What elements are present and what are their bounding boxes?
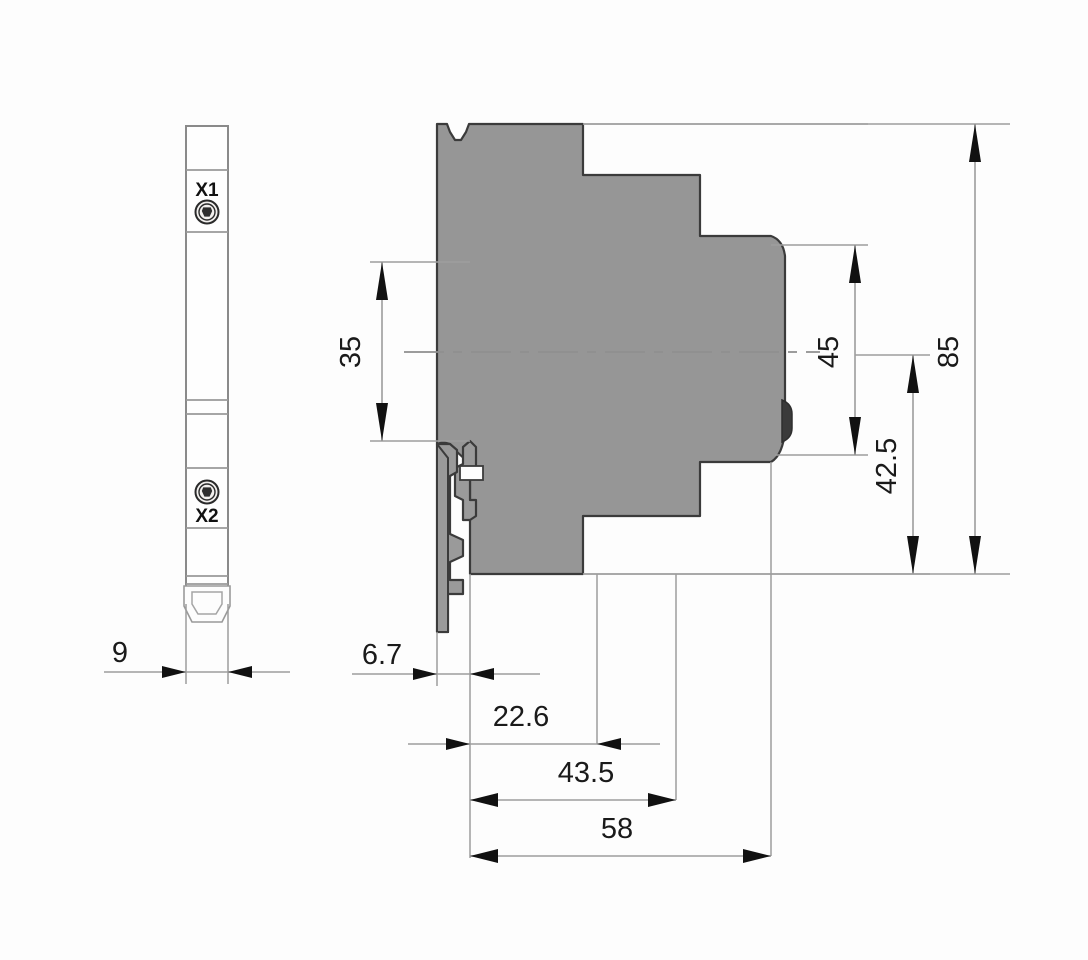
dimension-43-5-arrow-right [648,793,676,807]
dimension-85-arrow-bottom [969,536,981,574]
dimension-9: 9 [104,637,290,678]
dimension-9-arrow-right [228,666,252,678]
dimension-9-arrow-left [162,666,186,678]
dimension-85-label: 85 [933,336,965,368]
dimension-6-7-arrow-right [470,668,494,680]
dimension-85-arrow-top [969,124,981,162]
dimension-43-5-arrow-left [470,793,498,807]
dimension-35-arrow-top [376,262,388,300]
dimension-6-7-arrow-left [413,668,437,680]
dimension-35-arrow-bottom [376,403,388,441]
dimension-42-5-label: 42.5 [871,438,903,494]
dimension-45-arrow-bottom [849,417,861,455]
dimension-22-6-arrow-right [597,738,621,750]
dimension-42-5-arrow-top [907,355,919,393]
screw-terminal-icon [194,479,220,505]
front-view: X1 X2 9 [104,125,290,684]
dimension-22-6-label: 22.6 [493,701,549,733]
dimension-9-label: 9 [112,637,128,669]
dimension-22-6-arrow-left [446,738,470,750]
dimension-22-6: 22.6 [408,701,660,750]
dimension-43-5: 43.5 [470,757,676,807]
dimension-58-label: 58 [601,813,633,845]
dimension-43-5-label: 43.5 [558,757,614,789]
dimension-45-label: 45 [813,336,845,368]
screw-terminal-icon [194,199,220,225]
dimension-35-label: 35 [335,336,367,368]
clip-slot [459,465,484,481]
dimension-35: 35 [335,261,470,442]
dimension-45: 45 [583,123,868,456]
dimension-85: 85 [583,123,1010,575]
side-nub-icon [781,398,793,444]
dimension-58: 58 [470,813,771,863]
front-terminal-x2: X2 [194,479,220,527]
terminal-label-x1: X1 [195,180,219,201]
dimension-45-arrow-top [849,245,861,283]
dimension-42-5-arrow-bottom [907,536,919,574]
dimension-6-7: 6.7 [352,639,540,680]
terminal-label-x2: X2 [195,506,218,527]
side-view: 35 45 42.5 85 [335,122,1010,863]
din-foot-icon [183,585,231,623]
din-rail-clip-icon [435,439,484,634]
dimension-6-7-label: 6.7 [362,639,402,671]
side-view-body [435,122,787,576]
dimension-58-arrow-right [743,849,771,863]
clip-lever [436,441,449,633]
front-terminal-x1: X1 [194,180,220,225]
dimension-58-arrow-left [470,849,498,863]
